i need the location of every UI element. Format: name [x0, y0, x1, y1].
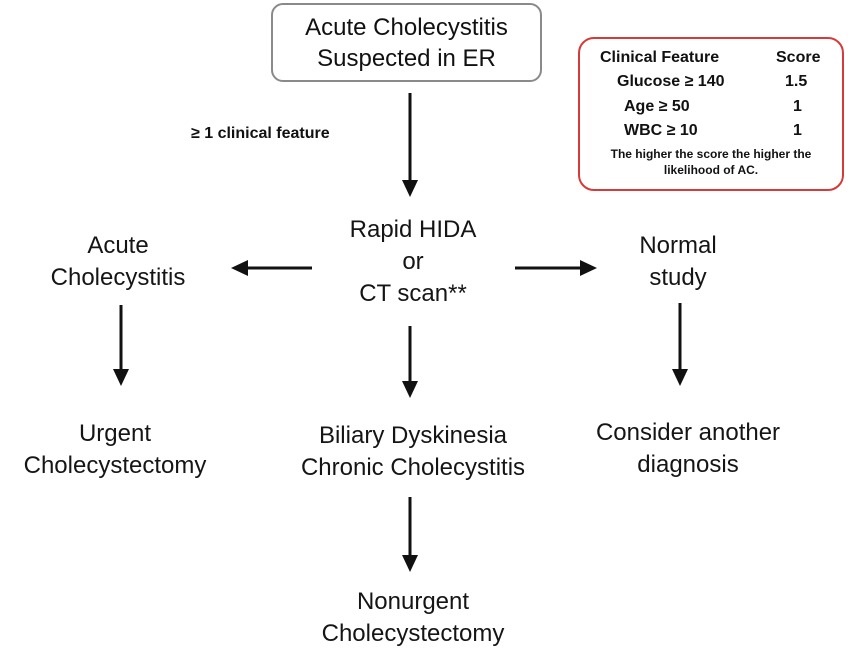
left-result-line1: Acute: [87, 232, 149, 259]
test-node-line3: CT scan**: [359, 280, 467, 307]
start-node-line2: Suspected in ER: [317, 45, 496, 72]
test-node-line2: or: [402, 248, 424, 275]
score-table-row-feature: Age ≥ 50: [624, 98, 690, 115]
left-action-node: Urgent Cholecystectomy: [0, 418, 230, 482]
arrow-center-result-to-center-action: [402, 497, 418, 572]
score-table-row-score: 1: [793, 98, 802, 115]
start-node-line1: Acute Cholecystitis: [305, 14, 508, 41]
arrow-left-result-to-left-action: [113, 305, 129, 386]
score-table-header-score: Score: [776, 49, 821, 66]
edge-label-clinical-feature: ≥ 1 clinical feature: [191, 125, 330, 142]
center-action-node: Nonurgent Cholecystectomy: [293, 586, 533, 650]
right-result-node: Normal study: [578, 230, 778, 294]
right-action-node: Consider another diagnosis: [568, 417, 808, 481]
center-action-line1: Nonurgent: [356, 588, 470, 615]
center-result-node: Biliary Dyskinesia Chronic Cholecystitis: [268, 420, 558, 484]
right-result-line2: study: [649, 264, 707, 291]
left-action-line1: Urgent: [78, 420, 152, 447]
score-table-row-score: 1.5: [785, 73, 808, 90]
arrow-test-to-right-result: [515, 260, 597, 276]
center-action-line2: Cholecystectomy: [321, 620, 505, 647]
right-result-line1: Normal: [639, 232, 717, 259]
score-table: Clinical Feature Score Glucose ≥ 140 1.5…: [578, 37, 844, 191]
arrow-test-to-left-result: [231, 260, 312, 276]
arrow-start-to-test: [402, 93, 418, 197]
score-table-note-line2: likelihood of AC.: [663, 163, 759, 177]
right-action-line2: diagnosis: [637, 451, 739, 478]
score-table-note-line1: The higher the score the higher the: [610, 147, 812, 161]
left-result-line2: Cholecystitis: [50, 264, 186, 291]
start-node: Acute Cholecystitis Suspected in ER: [271, 3, 542, 82]
left-action-line2: Cholecystectomy: [23, 452, 207, 479]
arrow-right-result-to-right-action: [672, 303, 688, 386]
test-node-line1: Rapid HIDA: [349, 216, 477, 243]
left-result-node: Acute Cholecystitis: [18, 230, 218, 294]
score-table-row-feature: Glucose ≥ 140: [617, 73, 725, 90]
score-table-row-feature: WBC ≥ 10: [624, 122, 698, 139]
score-table-note: The higher the score the higher the like…: [580, 146, 842, 178]
center-result-line1: Biliary Dyskinesia: [318, 422, 508, 449]
right-action-line1: Consider another: [595, 419, 781, 446]
arrow-test-to-center-result: [402, 326, 418, 398]
score-table-row-score: 1: [793, 122, 802, 139]
center-result-line2: Chronic Cholecystitis: [300, 454, 526, 481]
score-table-header-feature: Clinical Feature: [600, 49, 720, 66]
test-node: Rapid HIDA or CT scan**: [313, 214, 513, 310]
